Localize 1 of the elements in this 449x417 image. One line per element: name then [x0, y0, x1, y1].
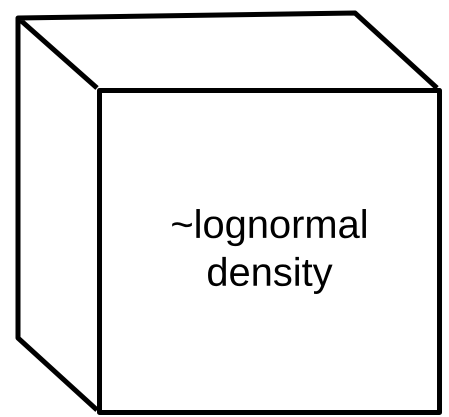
cube-box: ~lognormal density [16, 10, 442, 415]
